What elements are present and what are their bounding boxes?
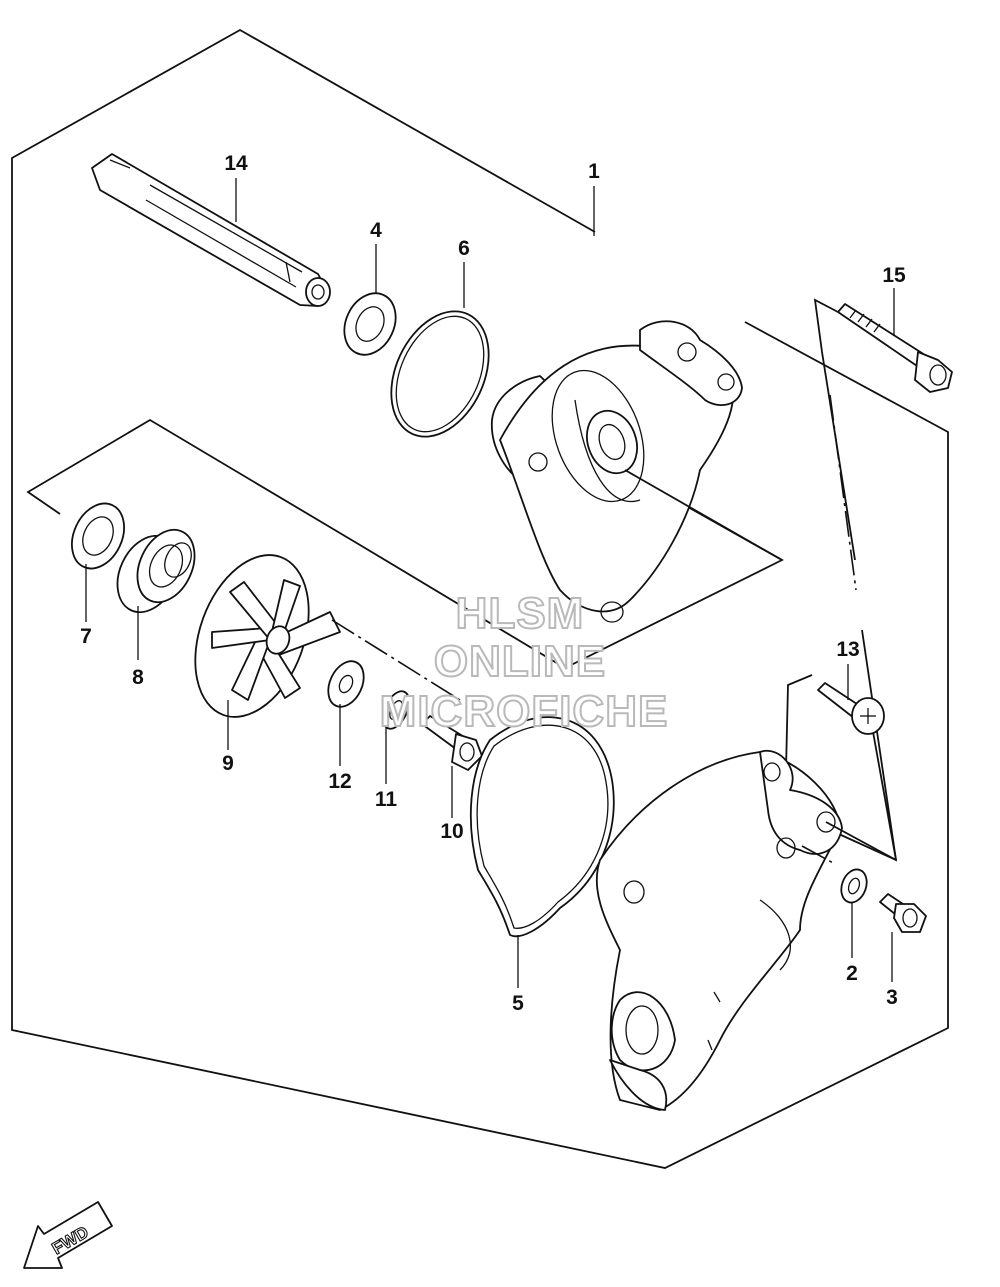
callout-6: 6 bbox=[458, 237, 470, 260]
connection-lines bbox=[331, 469, 897, 865]
callout-2: 2 bbox=[846, 962, 858, 985]
assembly-frame bbox=[11, 28, 949, 1169]
callout-11: 11 bbox=[375, 788, 398, 811]
leader-lines bbox=[85, 178, 895, 988]
callout-5: 5 bbox=[512, 992, 524, 1015]
callout-4: 4 bbox=[370, 219, 382, 242]
fwd-arrow-icon: FWD bbox=[23, 1201, 113, 1269]
watermark: HLSM ONLINE MICROFICHE bbox=[379, 588, 669, 737]
part-10-bolt bbox=[421, 715, 483, 771]
callout-1: 1 bbox=[588, 160, 600, 183]
callout-10: 10 bbox=[440, 820, 463, 843]
callout-7: 7 bbox=[80, 625, 92, 648]
part-3-bolt bbox=[879, 893, 927, 933]
callout-13: 13 bbox=[836, 638, 859, 661]
watermark-line-3: MICROFICHE bbox=[380, 687, 669, 736]
part-9-impeller bbox=[194, 554, 341, 718]
part-13-screw bbox=[817, 682, 885, 735]
part-1-pump-cover bbox=[491, 320, 743, 623]
callout-8: 8 bbox=[132, 666, 144, 689]
callout-9: 9 bbox=[222, 752, 234, 775]
part-14-shaft bbox=[91, 153, 331, 307]
part-8-mechanical-seal bbox=[116, 528, 196, 614]
callout-14: 14 bbox=[224, 152, 248, 175]
part-1-pump-body bbox=[595, 749, 843, 1111]
part-4-washer bbox=[343, 292, 397, 356]
part-15-bolt bbox=[837, 303, 953, 393]
part-11-washer bbox=[382, 690, 410, 730]
part-12-washer bbox=[327, 660, 365, 708]
part-5-gasket bbox=[469, 716, 615, 938]
watermark-line-2: ONLINE bbox=[434, 637, 606, 686]
callout-12: 12 bbox=[328, 770, 351, 793]
part-7-oil-seal bbox=[71, 502, 125, 570]
watermark-line-1: HLSM bbox=[456, 589, 585, 638]
callout-3: 3 bbox=[886, 986, 898, 1009]
part-6-o-ring bbox=[390, 310, 490, 438]
callout-15: 15 bbox=[882, 264, 906, 287]
callout-labels: 1 14 4 6 15 7 8 9 12 11 10 13 5 2 3 bbox=[80, 152, 906, 1015]
part-2-washer bbox=[840, 868, 868, 904]
